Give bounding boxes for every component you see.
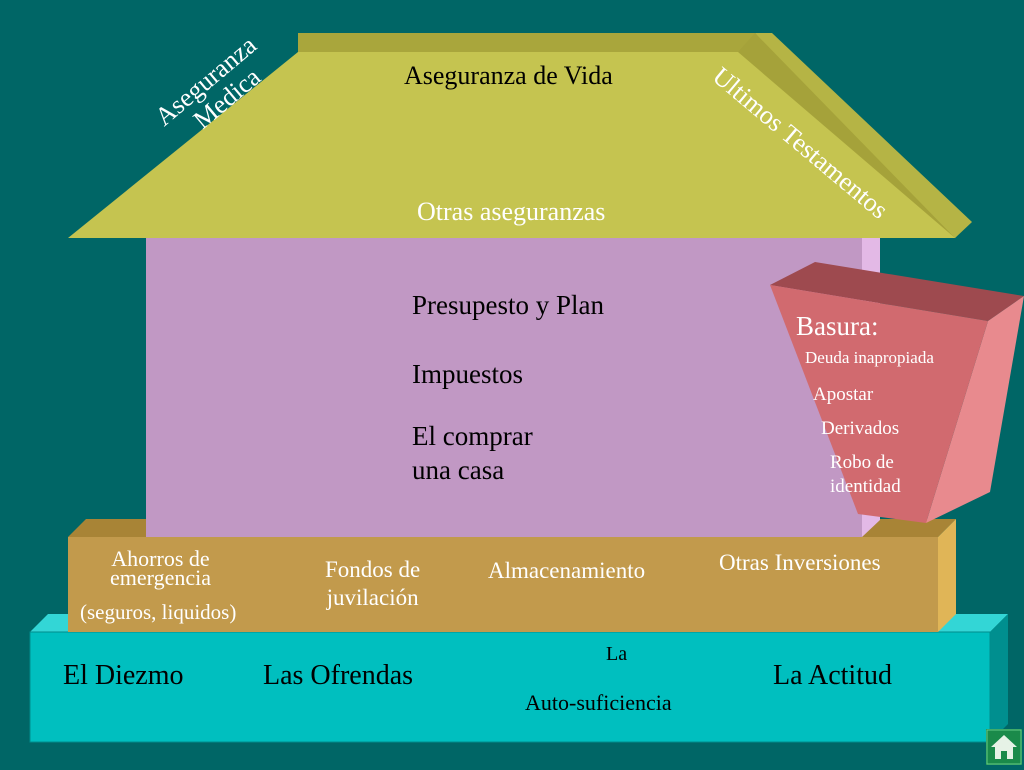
foundation-self-reliance-1: La <box>606 643 628 665</box>
home-button[interactable] <box>986 729 1022 765</box>
foundation-self-reliance-2: Auto-suficiencia <box>525 690 672 715</box>
savings-other-investments: Otras Inversiones <box>719 550 881 575</box>
trash-title: Basura: <box>796 311 879 341</box>
foundation-offerings: Las Ofrendas <box>263 660 414 691</box>
body-item-taxes: Impuestos <box>412 359 523 389</box>
trash-item-gambling: Apostar <box>813 384 874 405</box>
savings-emergency: Ahorros de emergencia <box>110 546 211 590</box>
savings-retirement: Fondos de juvilación <box>325 557 421 611</box>
foundation-tithe: El Diezmo <box>63 660 184 691</box>
savings-block <box>68 519 956 632</box>
foundation-attitude: La Actitud <box>773 660 892 691</box>
savings-storage: Almacenamiento <box>488 558 646 583</box>
trash-bin <box>770 262 1024 523</box>
roof-bottom-label: Otras aseguranzas <box>417 197 606 226</box>
trash-item-identity-theft: Robo de identidad <box>830 452 901 497</box>
home-icon <box>986 729 1022 765</box>
trash-item-derivatives: Derivados <box>821 418 900 439</box>
house-body <box>146 220 880 537</box>
body-item-budget: Presupesto y Plan <box>412 290 604 320</box>
trash-item-debt: Deuda inapropiada <box>805 348 934 367</box>
savings-emergency-note: (seguros, liquidos) <box>80 600 237 624</box>
roof <box>68 33 972 238</box>
body-item-buy-house: El comprar una casa <box>412 421 533 486</box>
roof-top-label: Aseguranza de Vida <box>404 61 613 90</box>
